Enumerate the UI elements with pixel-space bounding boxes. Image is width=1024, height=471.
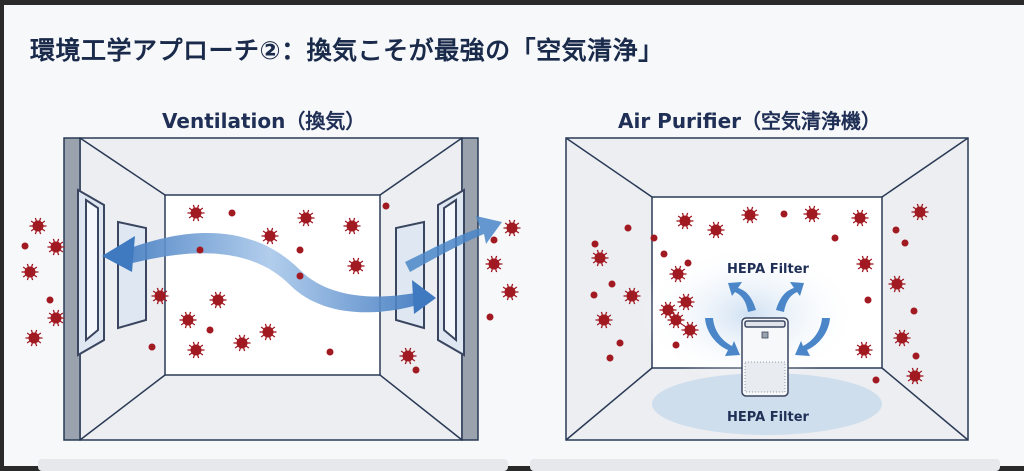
virus-icon (901, 239, 909, 247)
virus-icon (228, 209, 236, 217)
virus-icon (677, 293, 695, 311)
virus-icon (672, 341, 680, 349)
air-purifier-icon (741, 317, 789, 397)
virus-icon (608, 280, 616, 288)
purifier-arrows-icon (705, 282, 830, 356)
right-window (395, 188, 465, 357)
virus-icon (590, 291, 598, 299)
virus-icon (681, 321, 699, 339)
virus-icon (667, 311, 685, 329)
virus-icon (780, 210, 788, 218)
virus-icon (912, 352, 920, 360)
hepa-label-bottom: HEPA Filter (727, 410, 810, 425)
virus-icon (21, 242, 29, 250)
virus-icon (297, 209, 315, 227)
virus-icon (490, 236, 498, 244)
virus-icon (606, 354, 614, 362)
virus-icon (412, 366, 420, 374)
virus-icon (486, 313, 494, 321)
virus-icon (179, 311, 197, 329)
virus-icon (485, 255, 503, 273)
virus-icon (803, 205, 821, 223)
virus-icon (591, 240, 599, 248)
virus-icon (259, 323, 277, 341)
virus-icon (669, 265, 687, 283)
virus-icon (741, 206, 759, 224)
virus-icon (399, 347, 417, 365)
virus-icon (659, 301, 677, 319)
virus-icon (47, 238, 65, 256)
virus-icon (347, 257, 365, 275)
virus-icon (326, 348, 334, 356)
virus-icon (209, 291, 227, 309)
slide-title: 環境工学アプローチ②：換気こそが最強の「空気清浄」 (30, 36, 664, 65)
virus-icon (261, 227, 279, 245)
virus-icon (503, 219, 521, 237)
virus-icon (47, 309, 65, 327)
virus-icon (343, 217, 361, 235)
virus-icon (872, 376, 880, 384)
virus-icon (864, 296, 872, 304)
virus-icon (501, 283, 519, 301)
arrowhead-left-icon (102, 236, 135, 272)
virus-icon (206, 326, 214, 334)
airflow-arrow-icon (120, 232, 420, 313)
virus-icon (382, 202, 390, 210)
arrowhead-right-icon (412, 280, 436, 314)
virus-icon (29, 217, 47, 235)
virus-icon (151, 287, 169, 305)
virus-icon (616, 339, 624, 347)
virus-icon (676, 212, 694, 230)
virus-icon (46, 296, 54, 304)
virus-icon (296, 246, 304, 254)
virus-icon (906, 367, 924, 385)
virus-icon (910, 307, 918, 315)
virus-icon (187, 204, 205, 222)
hepa-label-top: HEPA Filter (727, 262, 810, 277)
virus-icon (911, 203, 929, 221)
virus-icon (707, 221, 725, 239)
virus-icon (684, 259, 692, 267)
virus-icon (196, 246, 204, 254)
virus-icon (591, 249, 609, 267)
exit-arrow-icon (405, 216, 502, 272)
virus-icon (21, 263, 39, 281)
air-purifier-heading: Air Purifier（空気清浄機） (618, 109, 882, 133)
virus-icon (856, 255, 874, 273)
virus-icon (851, 209, 869, 227)
virus-icon (296, 272, 304, 280)
virus-icon (148, 343, 156, 351)
ventilation-heading: Ventilation（換気） (162, 109, 366, 133)
virus-icon (624, 224, 632, 232)
virus-icon (650, 234, 658, 242)
virus-icon (888, 275, 906, 293)
virus-icon (187, 341, 205, 359)
floor-ellipse (652, 373, 882, 435)
ventilation-room (63, 137, 479, 441)
virus-icon (623, 287, 641, 305)
virus-icon (595, 311, 613, 329)
virus-icon (831, 234, 839, 242)
virus-icon (893, 329, 911, 347)
virus-icon (233, 334, 251, 352)
virus-particles (21, 202, 929, 385)
virus-icon (855, 341, 873, 359)
virus-icon (660, 250, 668, 258)
virus-icon (892, 226, 900, 234)
virus-icon (25, 329, 43, 347)
